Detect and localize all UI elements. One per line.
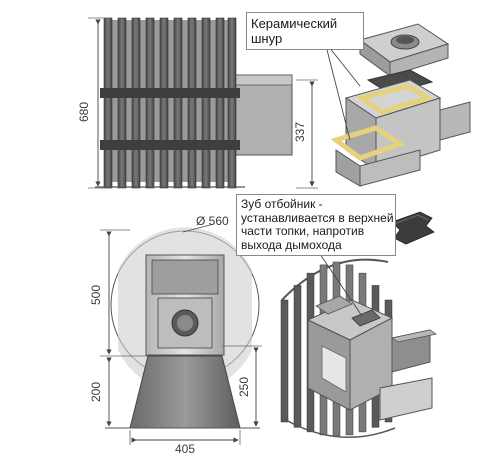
cage-bars [103, 17, 237, 189]
callout-tooth-line-3: части топки, напротив [241, 224, 365, 238]
callout-cord-line-1: Керамический [251, 16, 338, 31]
tooth-deflector-icon [391, 211, 435, 245]
cutaway-cage-bar [293, 285, 302, 428]
cage-bar [159, 17, 169, 189]
cage-bar [201, 17, 211, 189]
cage-bar [131, 17, 141, 189]
dim-337-label: 337 [293, 122, 307, 142]
cage-bar [173, 17, 183, 189]
cage-bar [145, 17, 155, 189]
dim-200-label: 200 [89, 382, 103, 402]
dim-250-label: 250 [237, 377, 251, 397]
cage-bar [103, 17, 113, 189]
exploded-view [324, 23, 471, 187]
dim-500-label: 500 [89, 285, 103, 305]
cage-bar [215, 17, 225, 189]
callout-tooth-line-1: Зуб отбойник - [241, 197, 323, 211]
band-lower [100, 140, 240, 150]
front-view [100, 223, 262, 445]
callout-deflector-tooth: Зуб отбойник - устанавливается в верхней… [236, 194, 396, 256]
cage-bar [187, 17, 197, 189]
dim-405-label: 405 [175, 442, 195, 455]
flue-pipe [231, 74, 293, 156]
cage-bar [227, 17, 237, 189]
callout-ceramic-cord: Керамический шнур [246, 12, 364, 50]
dim-680-label: 680 [77, 102, 91, 122]
side-view [88, 17, 318, 189]
inner-body [112, 20, 234, 182]
callout-cord-line-2: шнур [251, 31, 283, 46]
cutaway-view [280, 231, 438, 439]
band-upper [100, 88, 240, 98]
callout-tooth-line-4: выхода дымохода [241, 237, 342, 252]
cage-bar [117, 17, 127, 189]
dim-diameter-label: Ø 560 [196, 214, 229, 228]
stove-base [129, 355, 241, 429]
cutaway-cage-bar [280, 299, 289, 423]
callout-tooth-line-2: устанавливается в верхней [241, 210, 394, 225]
